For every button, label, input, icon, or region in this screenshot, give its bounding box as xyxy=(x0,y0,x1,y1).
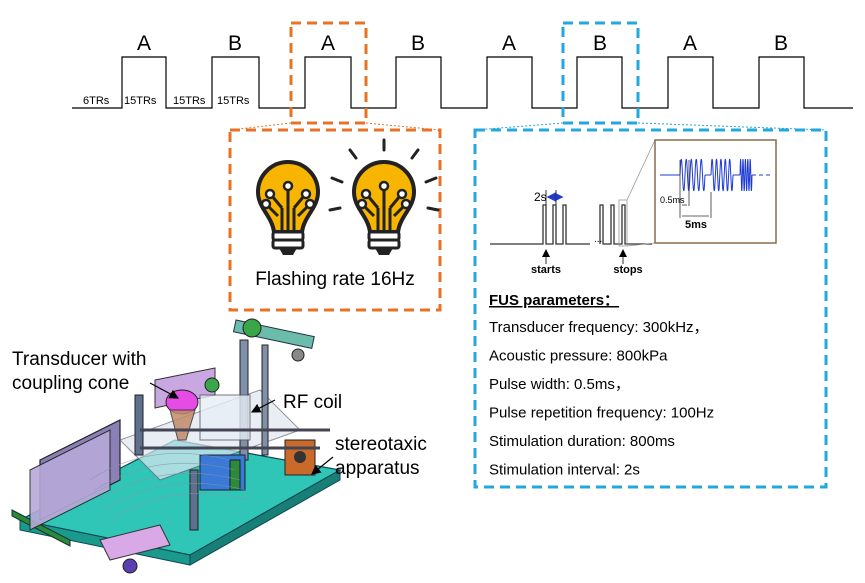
interval-label: 2s xyxy=(534,190,547,204)
lightbulb-lit-icon xyxy=(328,138,440,255)
off-duration-label: 15TRs xyxy=(173,95,206,107)
fus-parameter: Acoustic pressure: 800kPa xyxy=(489,348,668,365)
fus-parameter: Pulse width: 0.5ms， xyxy=(489,376,630,393)
connector-b-left xyxy=(474,122,564,131)
lightbulb-icon xyxy=(255,160,321,255)
rf-coil-label: RF coil xyxy=(283,392,342,413)
transducer-label-line1: Transducer with xyxy=(12,349,146,370)
fus-parameter: Stimulation interval: 2s xyxy=(489,462,640,479)
stereotaxic-illustration: Transducer with coupling cone RF coil st… xyxy=(11,318,427,574)
block-design: A B A B A B A B 6TRs 15TRs 15TRs 15TRs xyxy=(72,21,853,125)
pulse-inset: 0.5ms 5ms xyxy=(654,139,777,244)
block-label-b: B xyxy=(593,32,607,55)
fus-parameter: Transducer frequency: 300kHz， xyxy=(489,319,709,336)
block-waveform xyxy=(72,56,853,109)
block-label-b: B xyxy=(774,32,788,55)
block-label-a: A xyxy=(502,32,516,55)
highlight-box-a xyxy=(289,21,368,125)
fus-parameter: Stimulation duration: 800ms xyxy=(489,433,675,450)
block-label-a: A xyxy=(321,32,335,55)
rest-duration-label: 6TRs xyxy=(83,95,110,107)
block-label-b: B xyxy=(228,32,242,55)
fus-parameter: Pulse repetition frequency: 100Hz xyxy=(489,405,714,422)
stereotaxic-label-line2: apparatus xyxy=(335,458,420,479)
block-label-a: A xyxy=(137,32,151,55)
highlight-box-b xyxy=(561,21,640,125)
fus-timing-diagram: ... 2s starts stops xyxy=(490,139,656,276)
block-label-b: B xyxy=(411,32,425,55)
starts-label: starts xyxy=(531,264,561,276)
connector-b-right xyxy=(637,122,827,131)
ellipsis: ... xyxy=(594,234,602,245)
block-label-a: A xyxy=(683,32,697,55)
fus-panel: ... 2s starts stops xyxy=(473,128,828,489)
on-duration-label: 15TRs xyxy=(124,95,157,107)
stops-label: stops xyxy=(613,264,642,276)
transducer-label-line2: coupling cone xyxy=(12,373,129,394)
fus-parameters-title: FUS parameters： xyxy=(489,292,619,309)
visual-stimulus-panel: Flashing rate 16Hz xyxy=(228,128,442,312)
stereotaxic-label-line1: stereotaxic xyxy=(335,434,427,455)
on-duration-label-2: 15TRs xyxy=(217,95,250,107)
flashing-rate-caption: Flashing rate 16Hz xyxy=(255,269,414,290)
pulse-width-label: 0.5ms xyxy=(660,195,685,205)
pulse-period-label: 5ms xyxy=(685,219,707,231)
